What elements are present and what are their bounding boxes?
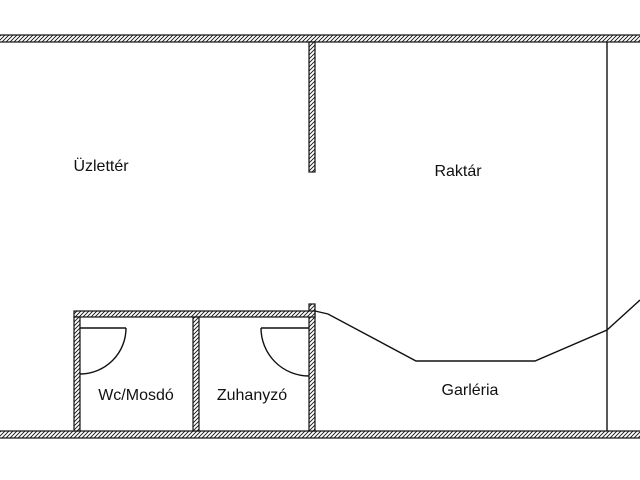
bathroom-top-wall — [73, 310, 316, 318]
shower-door — [260, 327, 310, 377]
room-label-galeria: Garléria — [442, 382, 499, 399]
bathroom-divider-wall — [192, 316, 200, 432]
bottom-wall — [0, 430, 640, 439]
room-label-uzletter: Üzlettér — [73, 157, 129, 175]
room-label-raktar: Raktár — [434, 163, 482, 180]
wc-door — [79, 327, 127, 375]
partition-wall-upper — [308, 41, 316, 173]
wc-left-wall — [73, 316, 81, 432]
partition-wall-lower — [308, 303, 316, 432]
room-label-wc: Wc/Mosdó — [98, 387, 174, 404]
gallery-outline — [314, 299, 640, 362]
room-label-zuhanyzo: Zuhanyzó — [217, 387, 287, 404]
top-wall — [0, 34, 640, 43]
